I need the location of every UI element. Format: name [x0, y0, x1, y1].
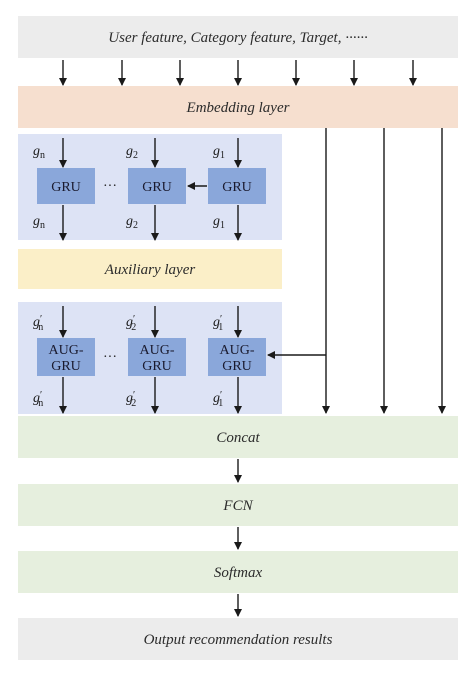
gru-input-label-2: g2	[126, 144, 138, 161]
embedding-bypass-arrows	[322, 128, 446, 414]
auxiliary-layer-band	[18, 249, 282, 289]
gru-box-label-n: GRU	[51, 180, 81, 195]
softmax-layer-band	[18, 551, 458, 593]
gru-box-label-2: GRU	[142, 180, 172, 195]
gru-input-label-n: gn	[33, 144, 45, 161]
aug-gru-cell-n: g′n AUG- GRU g′n	[33, 306, 95, 414]
output-results-label: Output recommendation results	[144, 632, 333, 648]
gru-row: gn GRU gn ··· g2 GRU g2	[33, 138, 266, 241]
aug-gru-box-label-1: AUG-	[220, 343, 255, 358]
input-features-band	[18, 16, 458, 58]
aug-gru-box-2	[128, 338, 186, 376]
softmax-layer-label: Softmax	[214, 565, 263, 581]
aug-gru-box-label-2: AUG-	[140, 343, 175, 358]
aug-gru-box-label-n-line2: GRU	[51, 359, 81, 374]
concat-layer-band	[18, 416, 458, 458]
aug-input-label-1: g′1	[213, 314, 223, 333]
embedding-layer-band	[18, 86, 458, 128]
auxiliary-layer-label: Auxiliary layer	[104, 262, 196, 278]
gru-output-label-n: gn	[33, 214, 45, 231]
aug-input-label-2: g′2	[126, 314, 136, 333]
concat-layer-label: Concat	[216, 430, 260, 446]
gru-output-label-2: g2	[126, 214, 138, 231]
aug-input-label-n: g′n	[33, 314, 43, 333]
fcn-layer-label: FCN	[222, 498, 253, 514]
input-to-embedding-arrows	[59, 60, 417, 86]
input-features-label: User feature, Category feature, Target, …	[108, 30, 367, 46]
gru-cell-n: gn GRU gn	[33, 138, 95, 241]
gru-box-n	[37, 168, 95, 204]
aug-output-label-1: g′1	[213, 390, 223, 409]
output-results-band	[18, 618, 458, 660]
fcn-layer-band	[18, 484, 458, 526]
gru-cell-2: g2 GRU g2	[126, 138, 186, 241]
aug-gru-box-n	[37, 338, 95, 376]
embedding-layer-label: Embedding layer	[186, 100, 290, 116]
aug-gru-cell-1: g′1 AUG- GRU g′1	[208, 306, 266, 414]
aug-gru-box-1	[208, 338, 266, 376]
gru-output-label-1: g1	[213, 214, 225, 231]
aug-gru-box-label-1-line2: GRU	[222, 359, 252, 374]
gru-input-label-1: g1	[213, 144, 225, 161]
aug-output-label-2: g′2	[126, 390, 136, 409]
gru-box-1	[208, 168, 266, 204]
aug-gru-cell-2: g′2 AUG- GRU g′2	[126, 306, 186, 414]
aug-gru-box-label-n: AUG-	[49, 343, 84, 358]
gru-cell-1: g1 GRU g1	[208, 138, 266, 241]
aug-gru-row-ellipsis: ···	[103, 350, 117, 365]
aug-output-label-n: g′n	[33, 390, 43, 409]
aug-gru-box-label-2-line2: GRU	[142, 359, 172, 374]
aug-gru-row: g′n AUG- GRU g′n ··· g′2 AUG-	[33, 306, 326, 414]
gru-box-label-1: GRU	[222, 180, 252, 195]
gru-box-2	[128, 168, 186, 204]
gru-row-ellipsis: ···	[103, 179, 117, 194]
